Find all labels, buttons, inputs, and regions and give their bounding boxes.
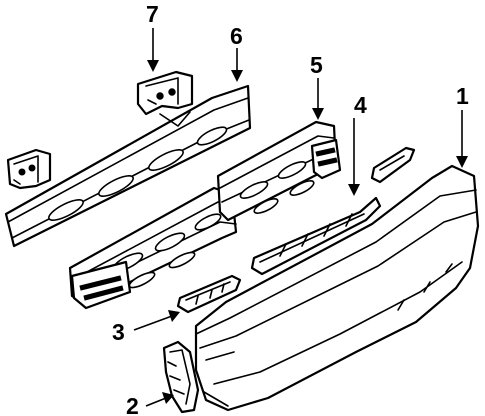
callout-5: 5 xyxy=(310,52,324,120)
callout-label: 2 xyxy=(126,393,139,416)
callout-label: 1 xyxy=(456,83,469,109)
callout-label: 4 xyxy=(354,92,367,118)
callout-4: 4 xyxy=(348,92,367,196)
callout-label: 5 xyxy=(310,52,323,78)
part-7-side-bracket xyxy=(6,148,52,190)
part-3-reflector xyxy=(176,274,242,314)
callout-6: 6 xyxy=(230,23,243,82)
part-4-side-reflector xyxy=(370,146,416,184)
part-4-upper-molding xyxy=(250,196,382,276)
callout-3: 3 xyxy=(112,310,180,345)
part-7-upper-bracket xyxy=(136,70,194,116)
part-5-absorber-left xyxy=(68,186,238,310)
part-6-impact-bar xyxy=(4,84,252,248)
part-2-side-bracket xyxy=(162,340,200,414)
callout-label: 3 xyxy=(112,319,125,345)
callout-7: 7 xyxy=(146,1,159,72)
callout-2: 2 xyxy=(126,392,174,416)
callout-label: 7 xyxy=(146,1,159,27)
part-1-bumper-cover xyxy=(194,164,480,412)
part-5-absorber-right xyxy=(216,120,342,222)
callout-label: 6 xyxy=(230,23,243,49)
callout-1: 1 xyxy=(456,83,469,168)
